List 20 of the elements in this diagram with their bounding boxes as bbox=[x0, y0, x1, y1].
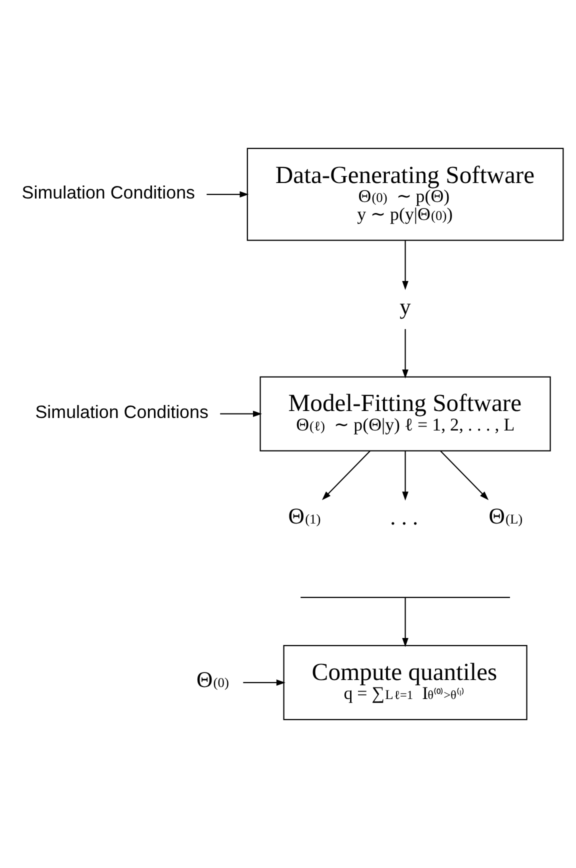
node-text: Θ(1) bbox=[288, 504, 321, 529]
arrow bbox=[402, 598, 408, 648]
arrow bbox=[322, 450, 370, 500]
node-text: . . . bbox=[390, 504, 418, 530]
arrow bbox=[206, 191, 249, 198]
node-brace bbox=[300, 596, 510, 598]
node-text: y bbox=[400, 294, 411, 320]
arrow bbox=[402, 329, 408, 378]
node-text: Simulation Conditions bbox=[22, 182, 195, 203]
arrow bbox=[243, 679, 286, 686]
arrow bbox=[402, 451, 408, 501]
arrow bbox=[440, 450, 489, 500]
node-box: Model-Fitting Software Θ(ℓ) ∼ p(Θ|y) ℓ = 1, 2, . . . , L bbox=[260, 376, 551, 452]
node-box: Data-Generating Software Θ(0) ∼ p(Θ) y ∼ p(y|Θ(0)) bbox=[246, 148, 564, 241]
node-text: Simulation Conditions bbox=[35, 402, 208, 422]
arrow bbox=[402, 240, 408, 290]
node-text: Θ(L) bbox=[488, 504, 523, 529]
node-text: Θ(0) bbox=[196, 667, 229, 692]
node-box: Compute quantiles q = ∑Lℓ=1 Iθ⁽⁰⁾>θ⁽ˡ⁾ bbox=[283, 645, 528, 720]
arrow bbox=[220, 410, 262, 417]
